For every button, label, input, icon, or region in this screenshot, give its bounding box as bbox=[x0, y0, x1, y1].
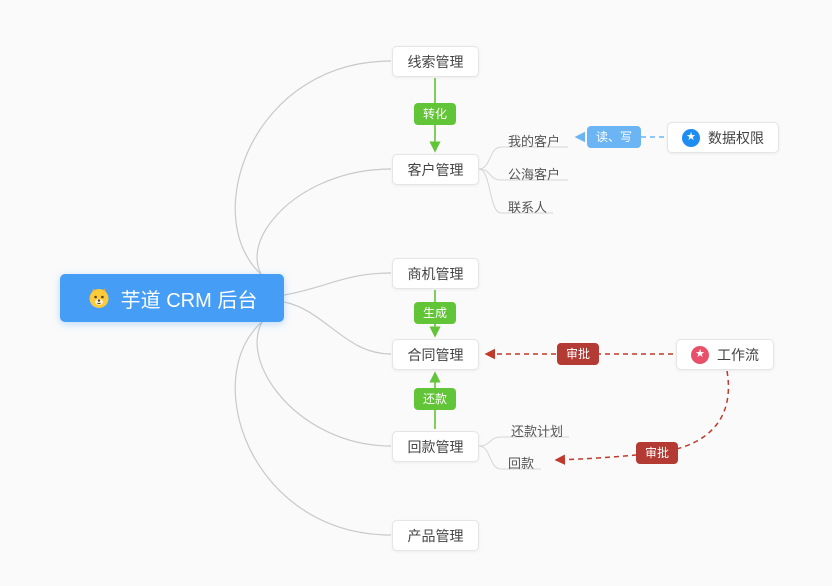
node-label: 客户管理 bbox=[407, 161, 464, 178]
connector-root-contract bbox=[283, 301, 392, 355]
connector-root-customer bbox=[256, 168, 392, 292]
subnode-public-sea[interactable]: 公海客户 bbox=[508, 167, 561, 182]
node-contract-management[interactable]: 合同管理 bbox=[392, 339, 479, 370]
subnode-contact[interactable]: 联系人 bbox=[508, 200, 548, 215]
node-customer-management[interactable]: 客户管理 bbox=[392, 154, 479, 185]
node-label: 数据权限 bbox=[708, 129, 764, 146]
subnode-payment[interactable]: 回款 bbox=[508, 456, 535, 471]
connector-root-clue bbox=[234, 60, 392, 288]
node-data-permission[interactable]: ★ 数据权限 bbox=[667, 122, 779, 153]
node-label: 线索管理 bbox=[407, 53, 464, 70]
node-receivable-management[interactable]: 回款管理 bbox=[392, 431, 479, 462]
edge-badge-read-write: 读、写 bbox=[586, 126, 642, 148]
connector-receivable-plan bbox=[478, 436, 569, 447]
connector-receivable-payment bbox=[478, 445, 541, 470]
node-clue-management[interactable]: 线索管理 bbox=[392, 46, 479, 77]
connector-root-business bbox=[283, 272, 392, 296]
connector-customer-publicsea bbox=[478, 168, 568, 181]
root-node-label: 芋道 CRM 后台 bbox=[120, 289, 258, 312]
dog-face-icon bbox=[87, 286, 111, 310]
node-product-management[interactable]: 产品管理 bbox=[392, 520, 479, 551]
edge-badge-convert: 转化 bbox=[413, 103, 457, 125]
connector-root-product bbox=[234, 309, 392, 536]
connector-root-receivable bbox=[256, 305, 392, 447]
node-label: 合同管理 bbox=[407, 346, 464, 363]
edge-badge-generate: 生成 bbox=[413, 302, 457, 324]
star-icon: ★ bbox=[682, 128, 700, 147]
connector-customer-mycustomer bbox=[478, 146, 568, 170]
subnode-my-customer[interactable]: 我的客户 bbox=[508, 134, 561, 149]
edge-badge-repay: 还款 bbox=[413, 388, 457, 410]
subnode-repayment-plan[interactable]: 还款计划 bbox=[511, 424, 564, 439]
edge-badge-approve-contract: 审批 bbox=[556, 343, 600, 365]
edge-badge-approve-receivable: 审批 bbox=[635, 442, 679, 464]
node-label: 产品管理 bbox=[407, 527, 464, 544]
node-workflow[interactable]: ★ 工作流 bbox=[676, 339, 774, 370]
connector-customer-contact bbox=[478, 168, 553, 214]
node-label: 商机管理 bbox=[407, 265, 464, 282]
root-node-crm-backend[interactable]: 芋道 CRM 后台 bbox=[60, 274, 284, 322]
star-icon: ★ bbox=[691, 345, 709, 364]
node-label: 回款管理 bbox=[407, 438, 464, 455]
node-label: 工作流 bbox=[717, 346, 759, 363]
node-business-management[interactable]: 商机管理 bbox=[392, 258, 479, 289]
